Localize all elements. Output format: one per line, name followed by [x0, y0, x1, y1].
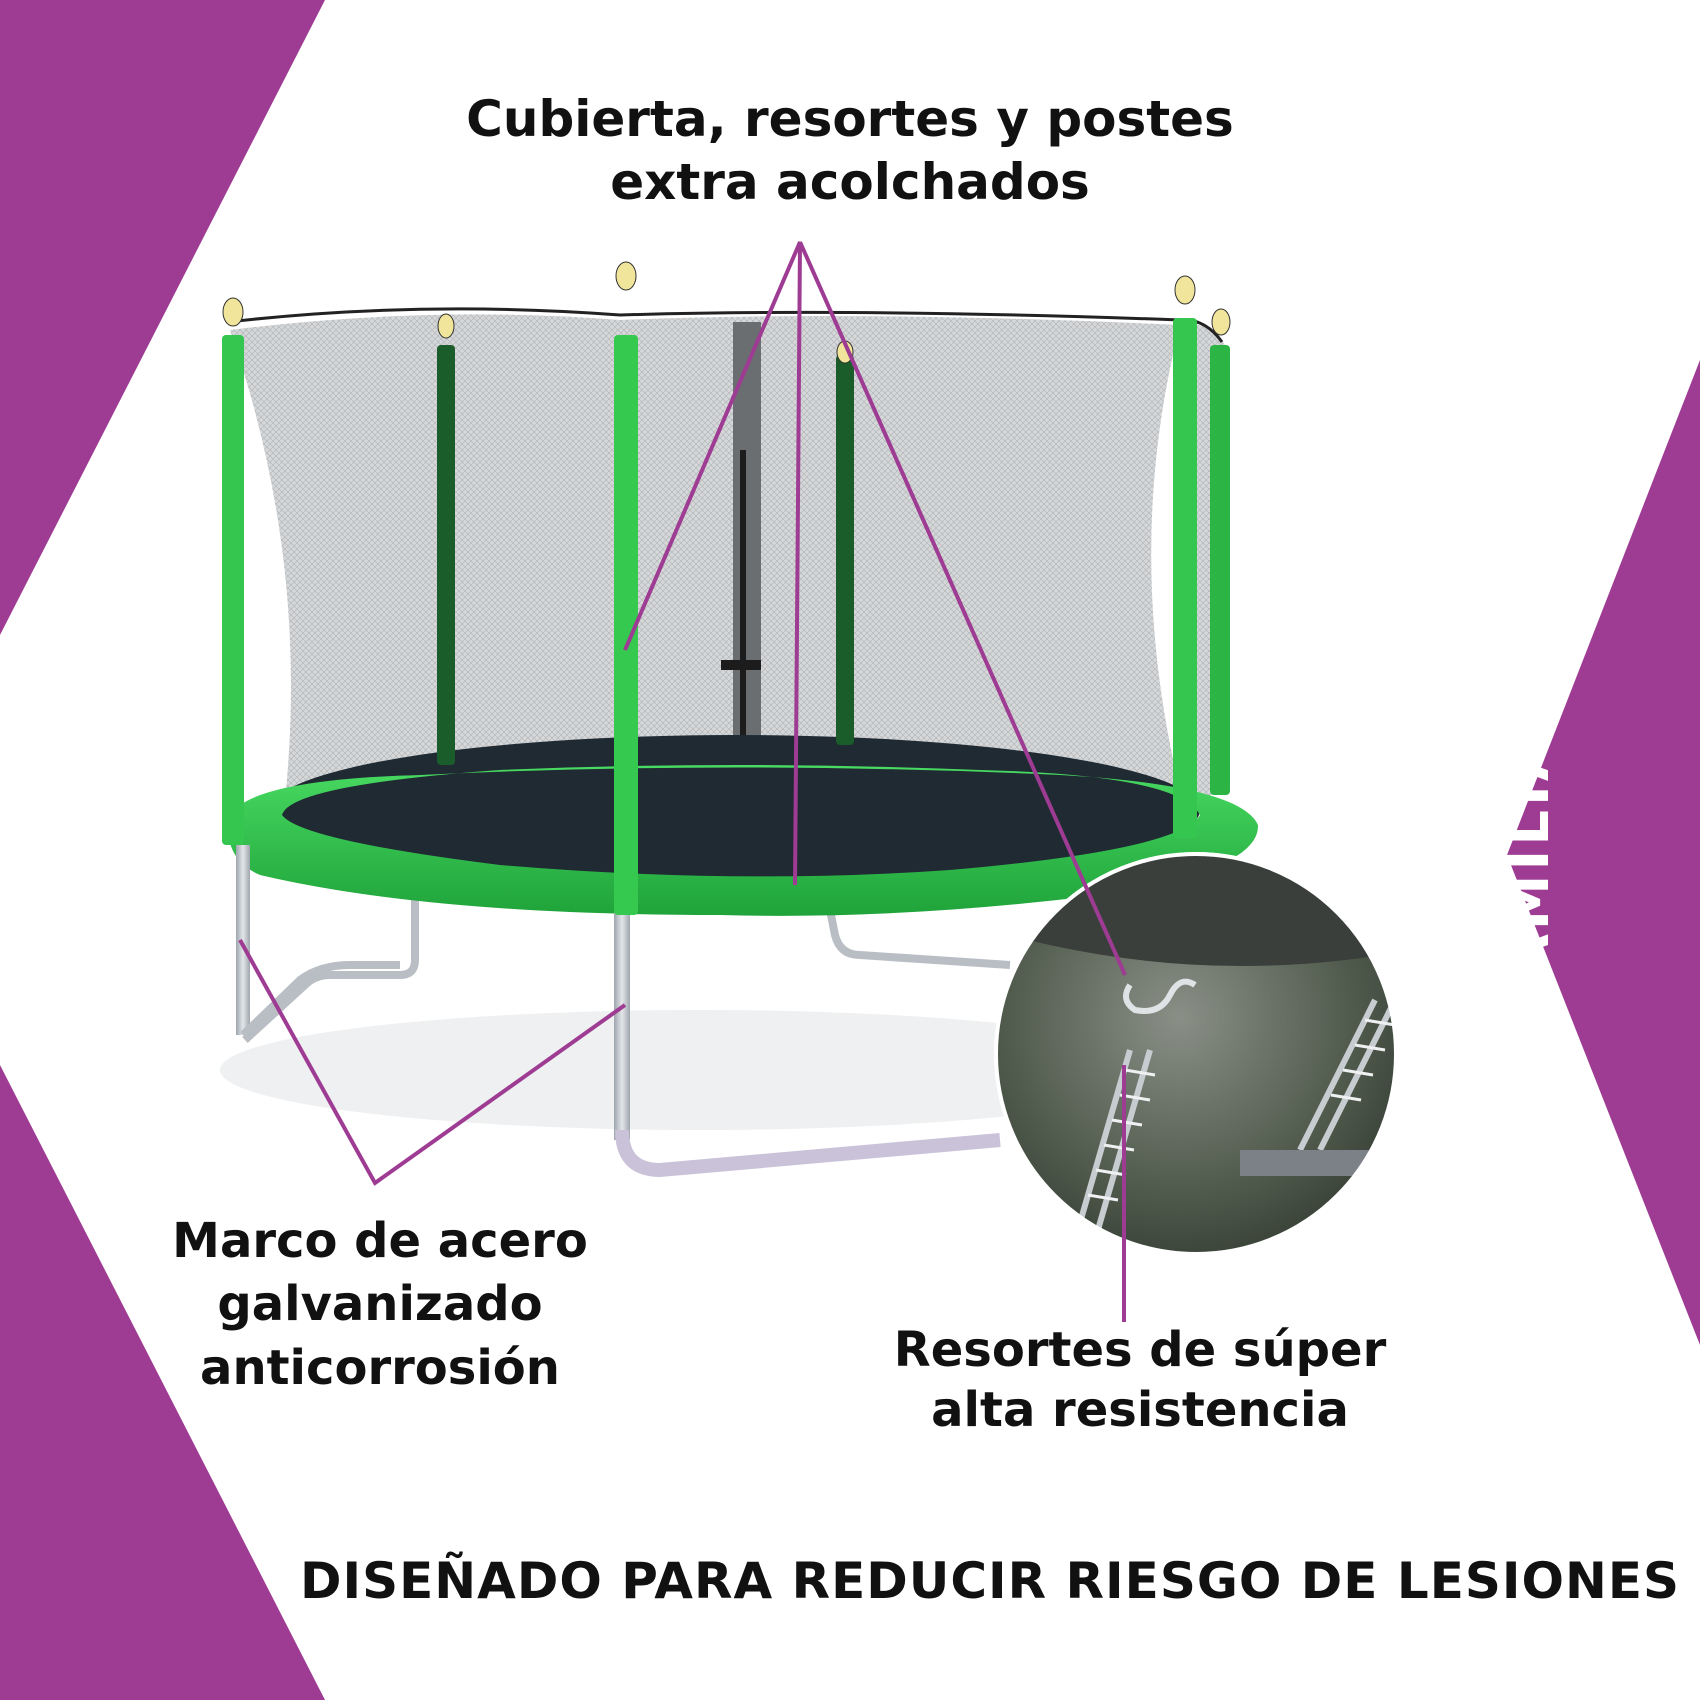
callout-steel-frame-line3: anticorrosión — [200, 1339, 560, 1396]
decor-bottom-left — [0, 1065, 325, 1700]
category-tag: FAMILIAR — [1497, 686, 1562, 1014]
footer-tagline: DISEÑADO PARA REDUCIR RIESGO DE LESIONES — [300, 1552, 1680, 1610]
frame-pad — [227, 765, 1259, 916]
callout-steel-frame-line1: Marco de acero — [172, 1213, 588, 1269]
front-legs — [236, 845, 1001, 1178]
callout-springs-line1: Resortes de súper — [893, 1322, 1387, 1378]
jumping-mat — [270, 735, 1200, 885]
spring-closeup-inset — [994, 852, 1398, 1256]
floor-shadow — [220, 1010, 1180, 1130]
callout-padding-line2: extra acolchados — [610, 152, 1090, 211]
back-legs — [242, 890, 1011, 1043]
callout-steel-frame: Marco de acero galvanizado anticorrosión — [120, 1210, 640, 1400]
net-poles — [222, 261, 1231, 915]
callout-padding-line1: Cubierta, resortes y postes — [466, 90, 1234, 148]
callout-steel-frame-line2: galvanizado — [217, 1276, 543, 1333]
callout-springs-line2: alta resistencia — [931, 1382, 1349, 1438]
decor-right-chevron — [1507, 360, 1700, 1345]
callout-padding: Cubierta, resortes y postes extra acolch… — [400, 88, 1300, 213]
decor-top-left — [0, 0, 325, 635]
callout-leader-lines — [238, 241, 1127, 1322]
callout-springs: Resortes de súper alta resistencia — [860, 1320, 1420, 1440]
